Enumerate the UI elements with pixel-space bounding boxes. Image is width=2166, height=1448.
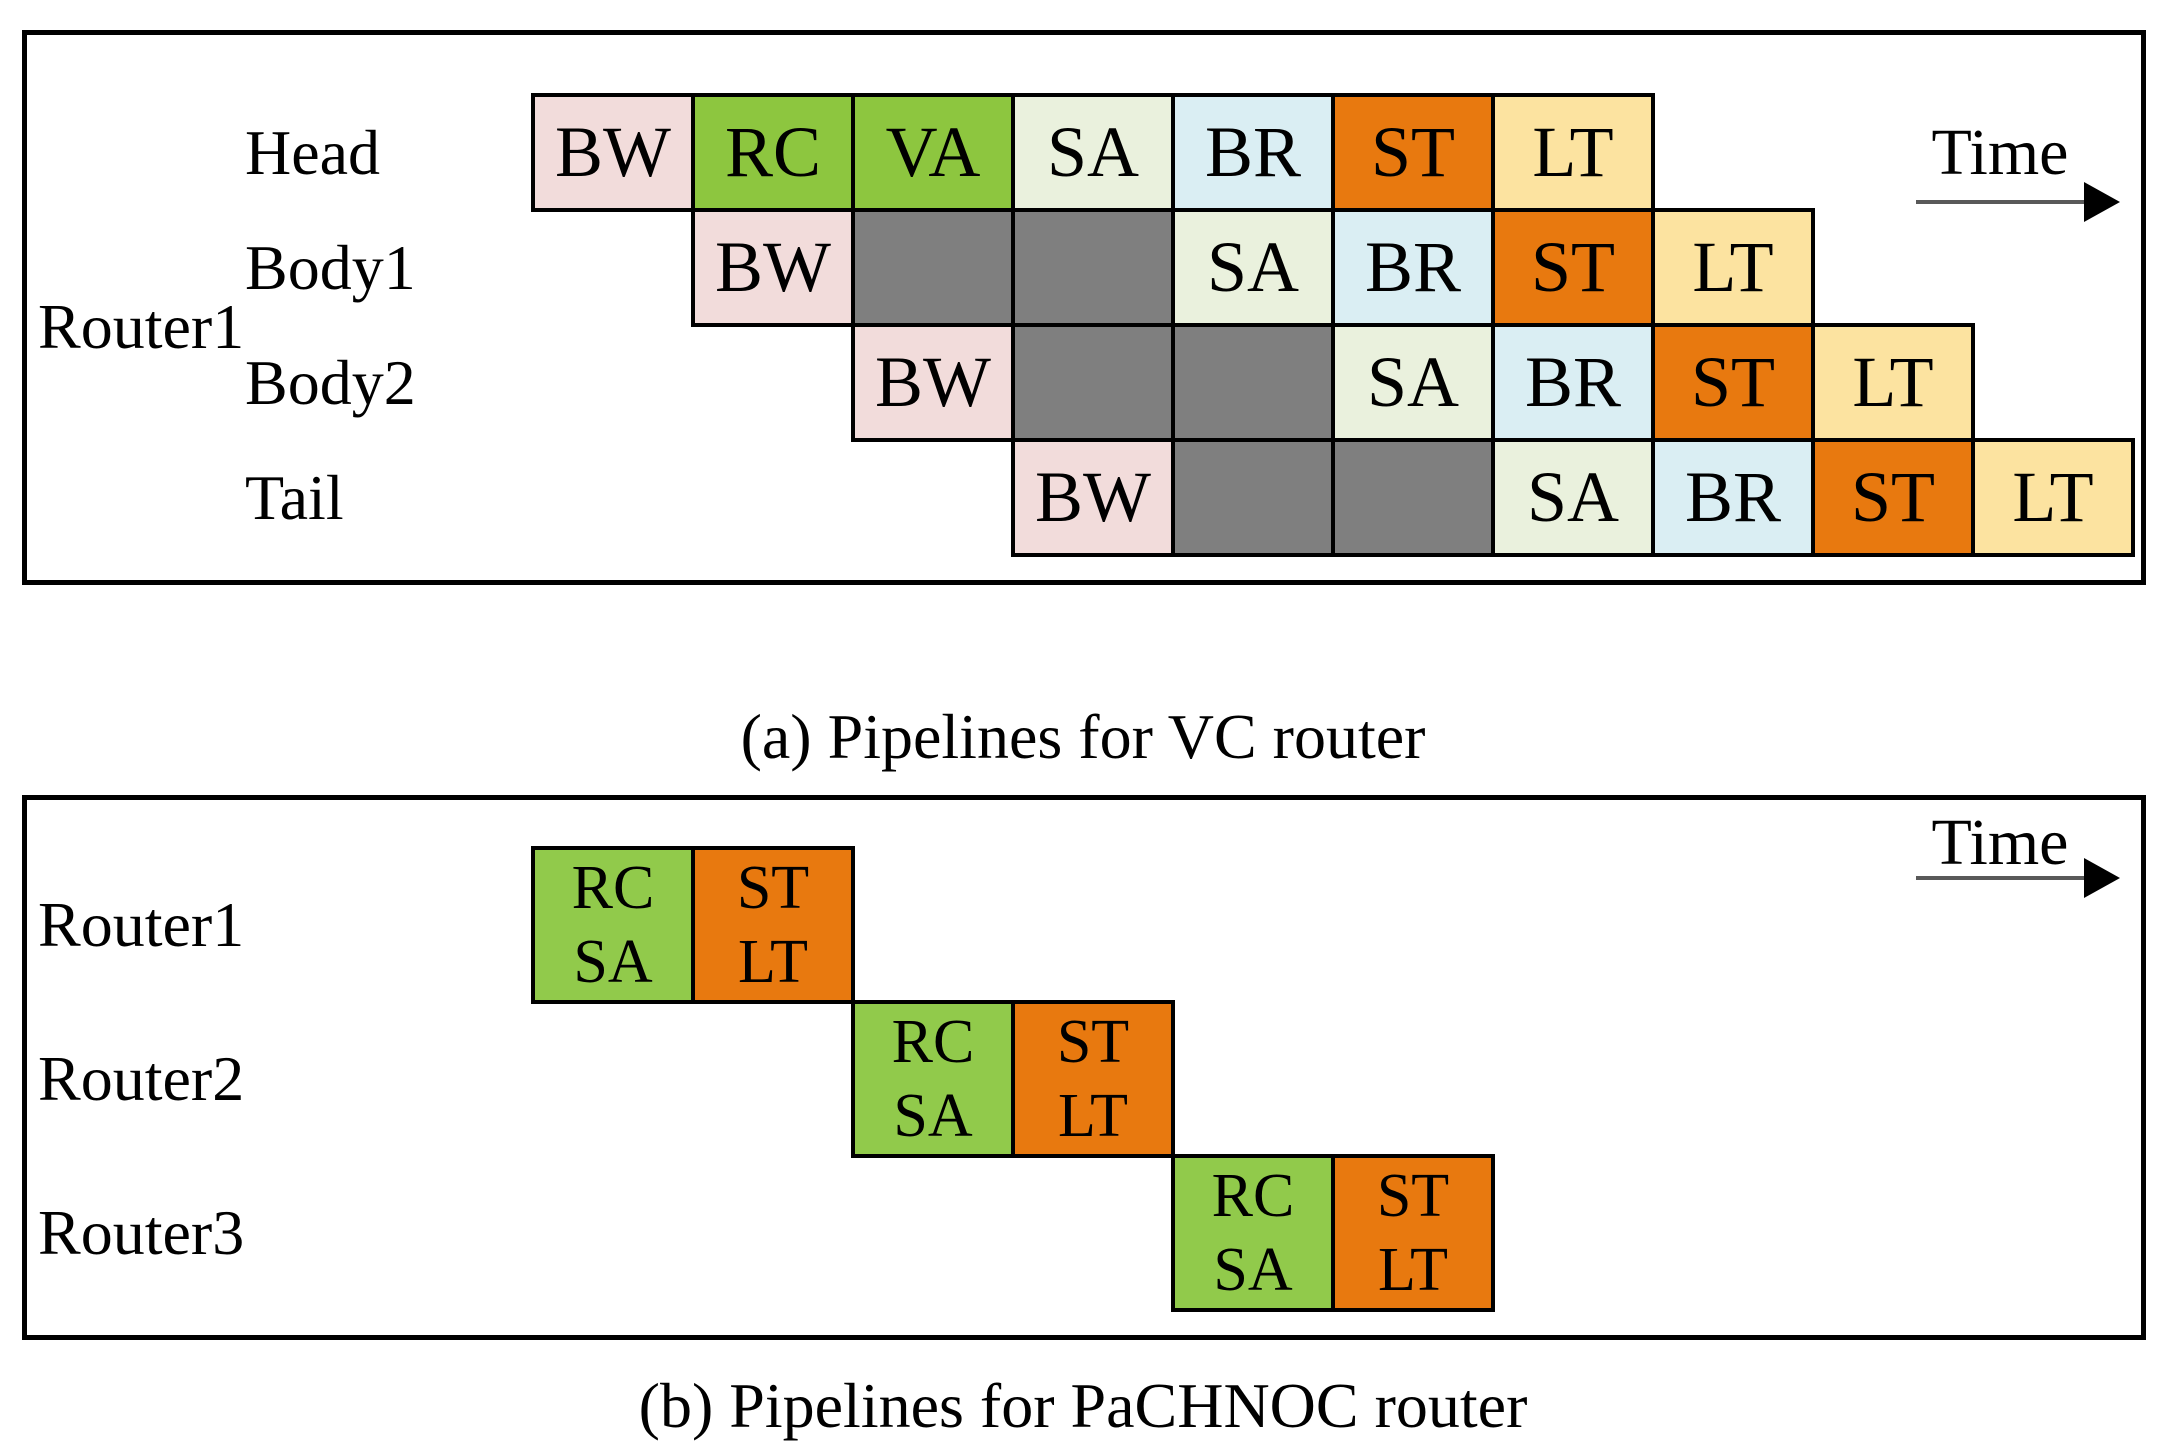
pipeline-cell-sa: SA xyxy=(1171,208,1335,327)
stage-text-sa: SA xyxy=(1213,1236,1293,1304)
pipeline-cell-br: BR xyxy=(1651,438,1815,557)
panel-a-time-arrow-line xyxy=(1916,200,2088,204)
panel-b-row-label-router1: Router1 xyxy=(38,889,245,960)
caption-panel-a: (a) Pipelines for VC router xyxy=(740,701,1426,772)
pipeline-cell-stall xyxy=(1171,438,1335,557)
pipeline-cell-br: BR xyxy=(1171,93,1335,212)
pipeline-cell-stall xyxy=(1171,323,1335,442)
panel-a-row-label-body1: Body1 xyxy=(245,231,416,303)
stage-text-sa: SA xyxy=(893,1082,973,1150)
stage-text-st: ST xyxy=(736,854,810,922)
pipeline-cell-st: ST xyxy=(1651,323,1815,442)
stage-text-rc: RC xyxy=(891,1008,975,1076)
stage-text-st: ST xyxy=(1376,1162,1450,1230)
panel-a-time-label: Time xyxy=(1931,116,2069,189)
panel-b-row-label-router2: Router2 xyxy=(38,1043,245,1114)
panel-a-row-label-tail: Tail xyxy=(245,461,344,533)
caption-panel-b: (b) Pipelines for PaCHNOC router xyxy=(638,1370,1528,1441)
pipeline-cell-bw: BW xyxy=(1011,438,1175,557)
pipeline-cell-sa: SA xyxy=(1331,323,1495,442)
pipeline-cell-sa: SA xyxy=(1011,93,1175,212)
stage-text-lt: LT xyxy=(737,928,809,996)
stage-text-lt: LT xyxy=(1057,1082,1129,1150)
pipeline-cell-lt: LT xyxy=(1971,438,2135,557)
stage-text-st: ST xyxy=(1056,1008,1130,1076)
pipeline-cell-br: BR xyxy=(1331,208,1495,327)
pipeline-cell-st: ST xyxy=(1491,208,1655,327)
pipeline-cell-st: ST xyxy=(1811,438,1975,557)
pipeline-cell-br: BR xyxy=(1491,323,1655,442)
pipeline-cell-rc: RC xyxy=(691,93,855,212)
pipeline-cell-va: VA xyxy=(851,93,1015,212)
panel-b-time-arrow-icon xyxy=(2084,858,2120,898)
pipeline-cell-stall xyxy=(1011,323,1175,442)
panel-b-row-label-router3: Router3 xyxy=(38,1197,245,1268)
stage-text-rc: RC xyxy=(571,854,655,922)
pipeline-cell-bw: BW xyxy=(851,323,1015,442)
stage-text-sa: SA xyxy=(573,928,653,996)
panel-b-time-arrow-line xyxy=(1916,876,2088,880)
pipeline-cell-lt: LT xyxy=(1651,208,1815,327)
panel-a-row-label-body2: Body2 xyxy=(245,346,416,418)
panel-b-time-label: Time xyxy=(1931,806,2069,879)
pipeline-cell-lt: LT xyxy=(1811,323,1975,442)
pipeline-cell-sa: SA xyxy=(1491,438,1655,557)
pipeline-cell-stall xyxy=(1011,208,1175,327)
pipeline-cell-stall xyxy=(1331,438,1495,557)
pipeline-cell-st: ST xyxy=(1331,93,1495,212)
pipeline-cell-bw: BW xyxy=(531,93,695,212)
pipeline-cell-bw: BW xyxy=(691,208,855,327)
pipeline-cell-stall xyxy=(851,208,1015,327)
panel-a-time-arrow-icon xyxy=(2084,182,2120,222)
panel-a-row-label-head: Head xyxy=(245,116,381,188)
stage-text-rc: RC xyxy=(1211,1162,1295,1230)
stage-text-lt: LT xyxy=(1377,1236,1449,1304)
pipeline-cell-lt: LT xyxy=(1491,93,1655,212)
panel-a-router1-label: Router1 xyxy=(38,291,245,362)
